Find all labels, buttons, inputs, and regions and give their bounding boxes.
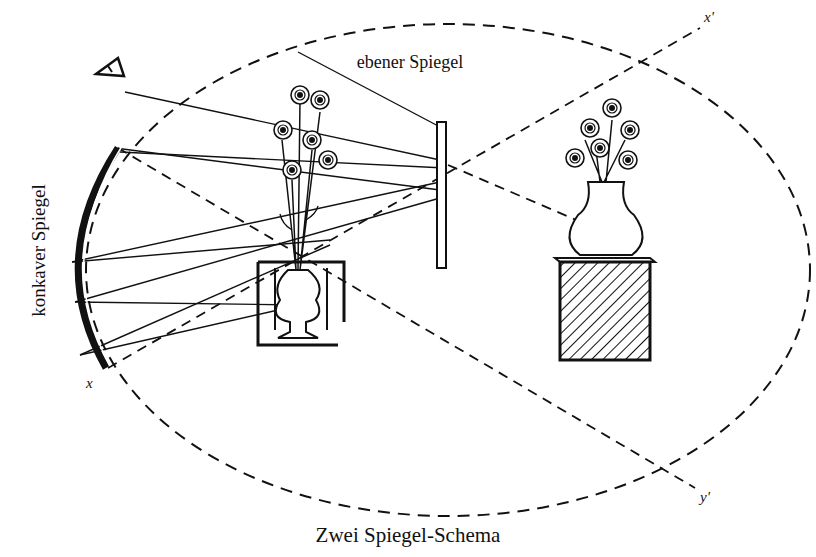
eye-symbol <box>96 58 124 76</box>
mirror-label: ebener Spiegel <box>357 53 463 71</box>
real-vase <box>258 86 344 345</box>
point-label: x' <box>704 10 714 25</box>
point-label: y' <box>700 490 710 505</box>
virtual-vase <box>555 99 655 360</box>
point-label: x <box>86 376 93 391</box>
dashed-line <box>448 165 595 228</box>
plane-mirror <box>437 122 446 268</box>
mirror-label: konkaver Spiegel <box>29 184 48 316</box>
dashed-line <box>118 148 695 488</box>
caption: Zwei Spiegel-Schema <box>316 525 501 546</box>
dashed-ellipse <box>86 24 810 516</box>
light-rays <box>72 52 445 355</box>
